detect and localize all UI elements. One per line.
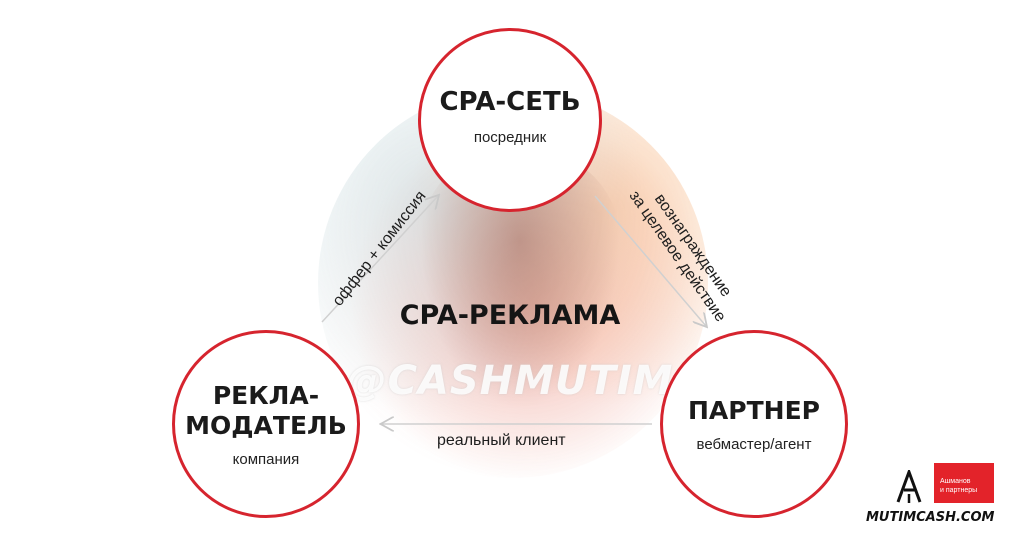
brand-text: MUTIMCASH.COM xyxy=(866,510,995,525)
watermark: @CASHMUTIM xyxy=(346,358,674,404)
ashmanov-logo-icon xyxy=(896,470,922,503)
node-advertiser: РЕКЛА- МОДАТЕЛЬ компания xyxy=(172,330,360,518)
ashmanov-partners-logo: Ашманов и партнеры xyxy=(934,463,994,503)
edge-label-client: реальный клиент xyxy=(437,432,566,449)
diagram-center-title: CPA-РЕКЛАМА xyxy=(399,300,621,331)
node-subtitle: вебмастер/агент xyxy=(696,435,812,453)
arrow-network-to-partner xyxy=(594,195,706,326)
node-title: CPA-СЕТЬ xyxy=(439,86,581,117)
node-title: РЕКЛА- МОДАТЕЛЬ xyxy=(185,380,347,440)
node-cpa-network: CPA-СЕТЬ посредник xyxy=(418,28,602,212)
arrow-advertiser-to-network xyxy=(321,196,438,323)
node-subtitle: компания xyxy=(232,450,300,468)
node-subtitle: посредник xyxy=(473,128,547,146)
node-title: ПАРТНЕР xyxy=(688,395,820,425)
node-partner: ПАРТНЕР вебмастер/агент xyxy=(660,330,848,518)
